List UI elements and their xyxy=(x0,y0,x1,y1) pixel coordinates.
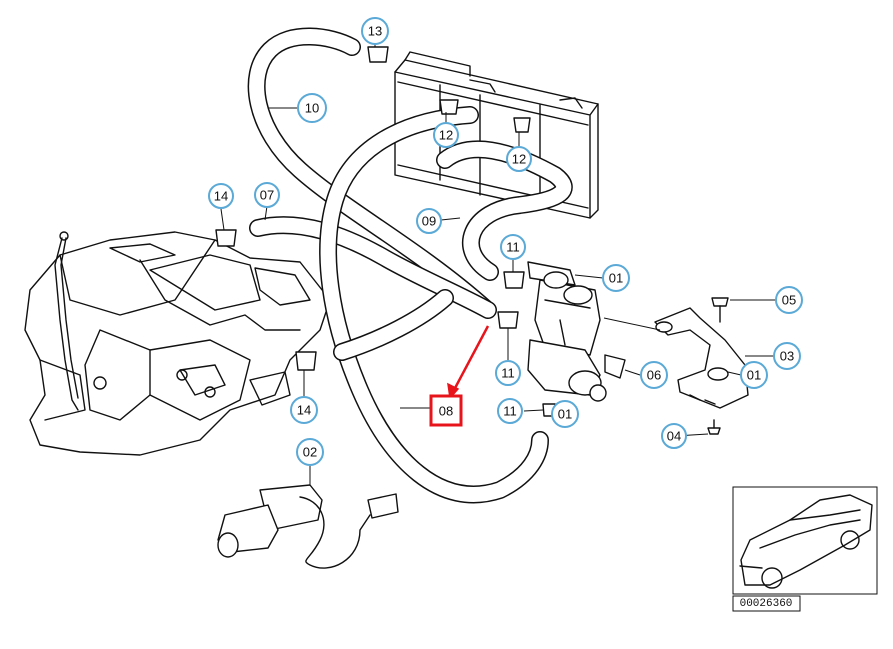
callout-01a: 01 xyxy=(602,264,630,292)
electric-pump xyxy=(217,484,399,569)
callout-01b: 01 xyxy=(740,361,768,389)
callout-10: 10 xyxy=(297,93,327,123)
svg-text:01: 01 xyxy=(747,368,761,383)
water-valve xyxy=(527,261,626,402)
svg-text:14: 14 xyxy=(214,189,228,204)
callout-04: 04 xyxy=(661,423,687,449)
callout-14b: 14 xyxy=(290,396,318,424)
svg-text:11: 11 xyxy=(501,366,515,381)
callout-13: 13 xyxy=(361,17,389,45)
bracket xyxy=(654,297,749,435)
svg-text:05: 05 xyxy=(782,293,796,308)
svg-text:11: 11 xyxy=(506,240,520,255)
highlight-08: 08 xyxy=(429,325,490,427)
svg-text:03: 03 xyxy=(780,349,794,364)
callout-06: 06 xyxy=(640,361,668,389)
callout-12a: 12 xyxy=(433,122,459,148)
svg-text:04: 04 xyxy=(667,429,681,444)
callout-05: 05 xyxy=(775,286,803,314)
svg-text:14: 14 xyxy=(297,403,311,418)
svg-text:11: 11 xyxy=(503,404,517,419)
svg-text:02: 02 xyxy=(303,445,317,460)
hose-clamps xyxy=(215,46,556,417)
callout-09: 09 xyxy=(416,208,442,234)
hoses xyxy=(247,27,573,504)
svg-text:07: 07 xyxy=(260,188,274,203)
engine-block xyxy=(24,231,331,456)
vehicle-inset: 00026360 xyxy=(732,486,878,612)
callout-11c: 11 xyxy=(497,398,523,424)
callout-02: 02 xyxy=(296,438,324,466)
callout-03: 03 xyxy=(773,342,801,370)
svg-text:12: 12 xyxy=(439,128,453,143)
svg-text:13: 13 xyxy=(368,24,382,39)
callout-11b: 11 xyxy=(495,360,521,386)
callout-07: 07 xyxy=(254,182,280,208)
svg-text:09: 09 xyxy=(422,214,436,229)
highlight-label: 08 xyxy=(439,404,453,419)
svg-text:12: 12 xyxy=(512,152,526,167)
svg-text:10: 10 xyxy=(305,101,319,116)
callout-11a: 11 xyxy=(500,234,526,260)
callout-01c: 01 xyxy=(551,400,579,428)
svg-text:01: 01 xyxy=(558,407,572,422)
svg-text:01: 01 xyxy=(609,271,623,286)
callout-12b: 12 xyxy=(506,146,532,172)
svg-text:06: 06 xyxy=(647,368,661,383)
inset-code: 00026360 xyxy=(740,598,793,610)
callout-14a: 14 xyxy=(208,183,234,209)
